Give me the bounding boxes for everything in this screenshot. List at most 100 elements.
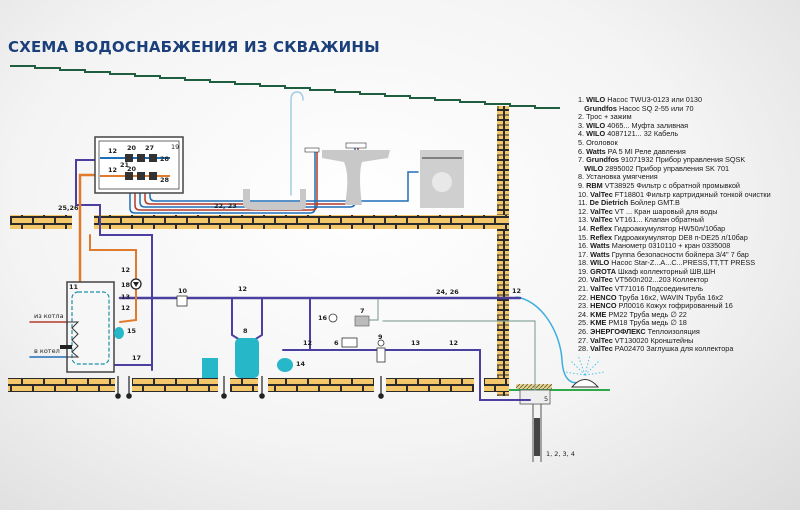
legend-item-brand: Reflex bbox=[590, 223, 613, 233]
legend-item-text: Труба 16x2, WAVIN Труба 16x2 bbox=[616, 292, 724, 302]
legend-item-number: 9. bbox=[578, 180, 587, 190]
legend-item-number: 13. bbox=[578, 215, 591, 225]
sprinkler-spray bbox=[564, 354, 606, 376]
hot-water-recirc bbox=[89, 234, 137, 323]
label-28-bottom: 28 bbox=[160, 176, 170, 184]
legend-item: 6. Watts PA 5 MI Реле давления bbox=[578, 146, 800, 157]
softener-8 bbox=[235, 338, 259, 378]
legend-item-brand: ValTec bbox=[590, 189, 613, 199]
legend-item-text: Гидроаккумулятор HW50л/10бар bbox=[612, 223, 726, 233]
legend-item-number: 25. bbox=[578, 318, 591, 328]
basement-floor-5 bbox=[386, 378, 474, 392]
well-items-label: 1, 2, 3, 4 bbox=[546, 450, 575, 458]
legend-item-text: Насос TWU3-0123 или 0130 bbox=[605, 95, 703, 104]
floor-slab-main bbox=[94, 215, 509, 229]
legend-item-number: 28. bbox=[578, 344, 591, 354]
boiler-tank-outline bbox=[71, 291, 110, 365]
legend-item-text: VT ... Кран шаровый для воды bbox=[612, 206, 718, 216]
label-pipe-25-26: 25,26 bbox=[58, 204, 79, 212]
label-21: 21 bbox=[120, 161, 130, 169]
legend-item: 19. GROTA Шкаф коллекторный ШВ,ШН bbox=[578, 266, 800, 277]
garden-hose bbox=[515, 296, 581, 384]
boiler-coil bbox=[67, 321, 80, 358]
brine-tank bbox=[202, 358, 218, 378]
drains bbox=[115, 376, 384, 399]
label-11: 11 bbox=[69, 283, 79, 291]
well-pump bbox=[534, 418, 540, 456]
legend-item: 27. ValTec VT130020 Кронштейны bbox=[578, 336, 800, 346]
legend-item: Grundfos Насос SQ 2-55 или 70 bbox=[578, 103, 800, 114]
legend-item-brand: WILO bbox=[586, 95, 606, 104]
legend-item: 22. HENCO Труба 16x2, WAVIN Труба 16x2 bbox=[578, 292, 800, 303]
pump-line-pipe bbox=[282, 349, 531, 401]
manifold-cabinet bbox=[94, 136, 184, 194]
legend-item-number: 23. bbox=[578, 301, 591, 311]
legend-item-number: 10. bbox=[578, 189, 591, 199]
legend-item-text: 4065... Муфта заливная bbox=[605, 120, 689, 130]
label-20-bottom: 20 bbox=[127, 165, 137, 173]
legend-item: 5. Оголовок bbox=[578, 137, 800, 148]
legend-item-number: 16. bbox=[578, 241, 591, 251]
legend: 1. WILO Насос TWU3-0123 или 0130 Grundfo… bbox=[578, 95, 800, 354]
boiler-cold-pipe bbox=[113, 299, 153, 366]
manifold-bottom bbox=[100, 172, 170, 180]
softener-out-pipe bbox=[253, 297, 263, 341]
label-12-acc: 12 bbox=[303, 339, 312, 347]
legend-item-text: Бойлер GMT.B bbox=[628, 198, 680, 208]
roof-line bbox=[10, 65, 560, 109]
legend-item-text: 4087121... 32 Кабель bbox=[605, 129, 679, 139]
legend-item-number: 17. bbox=[578, 249, 591, 259]
legend-item: 24. KME PM22 Труба медь ∅ 22 bbox=[578, 309, 800, 320]
legend-item-text: PA02470 Заглушка для коллектора bbox=[612, 344, 734, 354]
cartridge-filter-10 bbox=[176, 295, 188, 307]
label-14: 14 bbox=[296, 360, 306, 368]
label-6: 6 bbox=[334, 339, 339, 347]
manifold-top bbox=[100, 154, 170, 162]
basement-floor-2 bbox=[132, 378, 218, 392]
legend-item-text: FT18801 Фильтр картриджный тонкой очистк… bbox=[612, 189, 771, 199]
legend-item-number: 22. bbox=[578, 292, 591, 302]
washbasin bbox=[322, 150, 390, 205]
legend-item-brand: WILO bbox=[590, 258, 610, 268]
pressure-gauge-16 bbox=[328, 313, 338, 323]
legend-item-text: PM18 Труба медь ∅ 18 bbox=[606, 318, 687, 328]
legend-item: 11. De Dietrich Бойлер GMT.B bbox=[578, 198, 800, 208]
legend-item-number: 6. bbox=[578, 146, 587, 156]
manifold-cabinet-inner bbox=[98, 140, 180, 190]
legend-item: 13. ValTec VT161... Клапан обратный bbox=[578, 216, 800, 225]
label-12-out: 12 bbox=[512, 287, 521, 295]
legend-item-brand: Reflex bbox=[590, 232, 613, 242]
label-12-top: 12 bbox=[108, 147, 117, 155]
legend-item-text: PA 5 MI Реле давления bbox=[605, 146, 686, 156]
legend-item-brand: Watts bbox=[590, 249, 610, 259]
legend-item-number: 5. bbox=[578, 137, 587, 147]
legend-item-brand: HENCO bbox=[590, 301, 617, 311]
legend-item-text: Насос SQ 2-55 или 70 bbox=[616, 103, 694, 113]
basement-floor-4 bbox=[268, 378, 374, 392]
label-12-pump: 12 bbox=[449, 339, 458, 347]
legend-item-brand: HENCO bbox=[590, 292, 617, 302]
legend-item-brand: WILO bbox=[586, 120, 606, 130]
pressure-switch-6 bbox=[341, 337, 358, 348]
legend-item: 9. RBM VT38925 Фильтр с обратной промывк… bbox=[578, 180, 800, 191]
legend-item-number: 19. bbox=[578, 266, 591, 276]
accumulator-14 bbox=[277, 358, 293, 372]
label-12-main: 12 bbox=[238, 285, 247, 293]
legend-item: 26. ЭНЕРГОФЛЕКС Теплоизоляция bbox=[578, 327, 800, 337]
legend-item-text: Группа безопасности бойлера 3/4" 7 бар bbox=[609, 249, 749, 259]
legend-item-number: 24. bbox=[578, 309, 591, 319]
fixture-pipe-washer bbox=[149, 171, 419, 202]
legend-item: 25. KME PM18 Труба медь ∅ 18 bbox=[578, 319, 800, 328]
legend-item-brand: Grundfos bbox=[586, 155, 619, 165]
control-unit-7 bbox=[354, 315, 370, 327]
label-from-boiler: из котла bbox=[34, 312, 64, 320]
basement-floor-1 bbox=[8, 378, 115, 392]
legend-item: 16. Watts Манометр 0310110 + кран 033500… bbox=[578, 241, 800, 251]
legend-item: 1. WILO Насос TWU3-0123 или 0130 bbox=[578, 95, 800, 105]
legend-item-text: VT161... Клапан обратный bbox=[612, 215, 704, 225]
legend-item-text: Трос + зажим bbox=[586, 112, 632, 122]
legend-item-text: Установка умягчения bbox=[586, 172, 658, 182]
legend-item-number: 4. bbox=[578, 129, 587, 139]
label-18: 18 bbox=[121, 281, 131, 289]
